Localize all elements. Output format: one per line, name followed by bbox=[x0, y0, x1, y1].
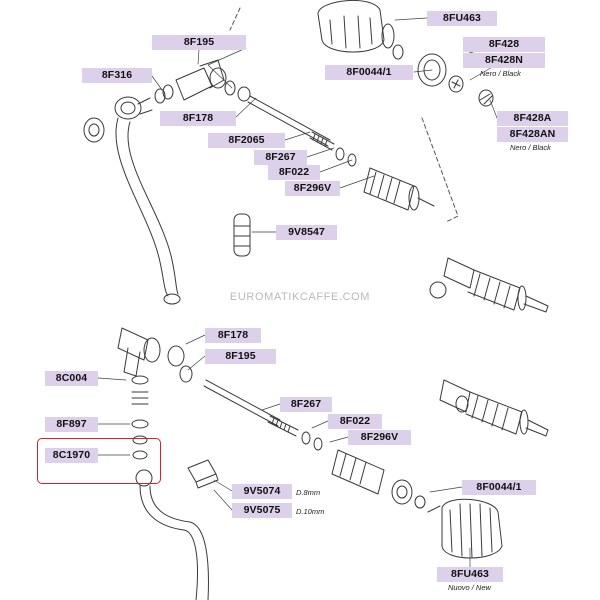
part-label-8c004[interactable]: 8C004 bbox=[45, 371, 98, 386]
part-label-8f178-top[interactable]: 8F178 bbox=[160, 111, 236, 126]
part-label-8f0044-1-top[interactable]: 8F0044/1 bbox=[325, 65, 413, 80]
upper-valve-rod bbox=[247, 95, 357, 167]
lower-fitting bbox=[117, 327, 193, 487]
part-label-9v5074[interactable]: 9V5074 bbox=[232, 484, 292, 499]
part-label-8f022-bottom[interactable]: 8F022 bbox=[328, 414, 382, 429]
lower-valve-body bbox=[331, 449, 441, 513]
note-8fu463-bottom: Nuovo / New bbox=[448, 583, 491, 592]
part-label-8f428a[interactable]: 8F428A bbox=[497, 111, 568, 126]
part-label-8f178-bottom[interactable]: 8F178 bbox=[205, 328, 261, 343]
part-label-8f296v-top[interactable]: 8F296V bbox=[285, 181, 340, 196]
part-label-8f195-bottom[interactable]: 8F195 bbox=[205, 349, 276, 364]
dashed-group-bracket bbox=[229, 7, 459, 223]
highlight-box-8c1970 bbox=[37, 438, 161, 484]
note-9v5074: D.8mm bbox=[296, 488, 321, 497]
part-label-8f428[interactable]: 8F428 bbox=[463, 37, 545, 52]
upper-knob-assembly bbox=[317, 0, 494, 107]
lower-valve-rod bbox=[203, 379, 323, 451]
assembled-valve-right-upper bbox=[429, 257, 549, 313]
part-label-8f316[interactable]: 8F316 bbox=[82, 68, 152, 83]
part-label-8fu463-top[interactable]: 8FU463 bbox=[427, 11, 497, 26]
upper-steam-pipe bbox=[83, 96, 181, 305]
lower-steam-pipe bbox=[139, 485, 209, 600]
part-label-8f0044-1-bottom[interactable]: 8F0044/1 bbox=[462, 480, 536, 495]
part-label-9v5075[interactable]: 9V5075 bbox=[232, 503, 292, 518]
part-label-8c1970[interactable]: 8C1970 bbox=[45, 448, 98, 463]
note-9v5075: D.10mm bbox=[296, 507, 325, 516]
assembled-valve-right-middle bbox=[439, 379, 549, 437]
watermark: EUROMATIKCAFFE.COM bbox=[229, 291, 371, 303]
upper-valve-body bbox=[363, 167, 435, 211]
part-label-8f195-top[interactable]: 8F195 bbox=[152, 35, 246, 50]
small-fitting-9v5074 bbox=[187, 459, 219, 489]
part-label-8f022-top[interactable]: 8F022 bbox=[268, 165, 320, 180]
spring-9v8547 bbox=[233, 213, 277, 257]
lower-knob bbox=[441, 498, 503, 559]
note-8f428an: Nero / Black bbox=[510, 143, 551, 152]
leader-lines-bottom bbox=[97, 334, 471, 568]
part-label-8f296v-bottom[interactable]: 8F296V bbox=[348, 430, 411, 445]
part-label-8f428an[interactable]: 8F428AN bbox=[497, 127, 568, 142]
part-label-8fu463-bottom[interactable]: 8FU463 bbox=[437, 567, 503, 582]
part-label-8f267-top[interactable]: 8F267 bbox=[254, 150, 307, 165]
upper-fitting bbox=[154, 59, 251, 104]
part-label-9v8547[interactable]: 9V8547 bbox=[276, 225, 337, 240]
part-label-8f428n[interactable]: 8F428N bbox=[463, 53, 545, 68]
note-8f428n: Nero / Black bbox=[480, 69, 521, 78]
part-label-8f2065[interactable]: 8F2065 bbox=[208, 133, 285, 148]
part-label-8f897[interactable]: 8F897 bbox=[45, 417, 98, 432]
part-label-8f267-bottom[interactable]: 8F267 bbox=[280, 397, 332, 412]
